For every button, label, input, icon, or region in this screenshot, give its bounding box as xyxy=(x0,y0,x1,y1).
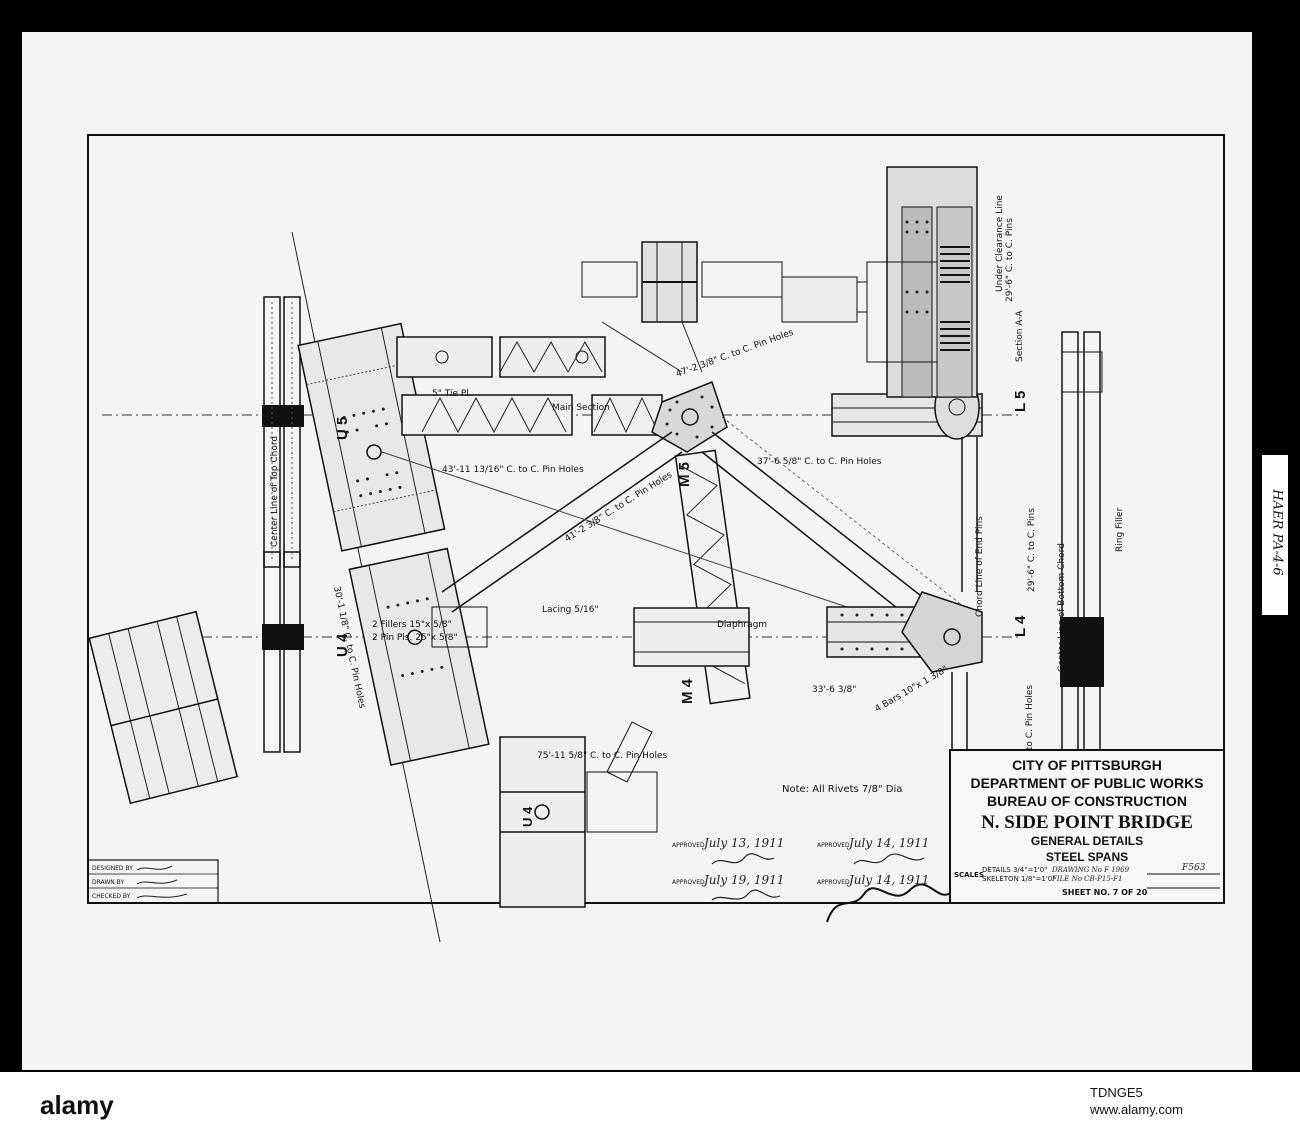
label-center-bottom-chord: Center Line of Bottom Chord xyxy=(1057,543,1067,672)
file-number: FILE No CB-P15-F1 xyxy=(1051,875,1122,883)
sheet-number: SHEET NO. 7 OF 20 xyxy=(1062,888,1148,897)
scale-skeleton: SKELETON 1/8"=1'0" xyxy=(982,875,1055,883)
approved-label-2: APPROVED xyxy=(817,842,850,849)
side-tag-text: HAER PA-4-6 xyxy=(1269,489,1285,576)
signature-1 xyxy=(711,853,775,865)
dimension-41ft: 41'-2 3/8" C. to C. Pin Holes xyxy=(563,470,674,545)
label-section-aa: Section A-A xyxy=(1015,310,1025,362)
signature-2 xyxy=(853,853,925,865)
bottom-chord-section xyxy=(1060,331,1104,753)
side-tag: HAER PA-4-6 xyxy=(1262,455,1288,615)
label-pin-plates: 2 Pin Pls. 25"x 5/8" xyxy=(372,633,458,643)
m5-joint xyxy=(651,381,728,453)
u5-chord-section xyxy=(262,296,304,568)
signature-4 xyxy=(826,883,953,923)
dimension-43ft: 43'-11 13/16" C. to C. Pin Holes xyxy=(442,465,584,475)
label-chord-line-end-pins: Chord Line of End Pins xyxy=(975,516,985,617)
drawing-number: DRAWING No F 1969 xyxy=(1051,866,1130,874)
panel-label-l5: L 5 xyxy=(1012,391,1029,412)
watermark-logo: alamy xyxy=(40,1090,114,1120)
panel-label-u4-detail: U 4 xyxy=(520,806,535,827)
l4-bottom-chord xyxy=(826,591,983,673)
u5-inclined-member xyxy=(297,322,446,552)
dimension-29ft-upper: 29'-6" C. to C. Pins xyxy=(1005,218,1015,302)
dimension-47ft: 47'-2 3/8" C. to C. Pin Holes xyxy=(675,328,796,380)
upper-hanger xyxy=(581,241,783,373)
approved-label-4: APPROVED xyxy=(817,879,850,886)
dimension-29ft-pins: 29'-6" C. to C. Pins xyxy=(1027,508,1037,592)
panel-label-u5: U 5 xyxy=(334,417,351,440)
image-id: TDNGE5 xyxy=(1090,1085,1143,1100)
watermark-id: TDNGE5 www.alamy.com xyxy=(1090,1084,1183,1118)
approval-date-4: July 14, 1911 xyxy=(846,873,929,887)
label-under-clearance: Under Clearance Line xyxy=(995,195,1005,292)
title-block: CITY OF PITTSBURGH DEPARTMENT OF PUBLIC … xyxy=(949,749,1225,904)
scales-label: SCALES xyxy=(954,871,984,879)
drawn-by-label: DRAWN BY xyxy=(92,879,124,886)
label-tie-plate: 5" Tie Pl. xyxy=(432,389,472,399)
l5-vertical-post xyxy=(781,166,978,398)
label-four-bars: 4 Bars 10"x 1 3/8" xyxy=(874,665,950,715)
title-department: DEPARTMENT OF PUBLIC WORKS xyxy=(970,775,1203,791)
dimension-75ft: 75'-11 5/8" C. to C. Pin Holes xyxy=(537,751,667,761)
u4-inclined-member xyxy=(348,547,490,766)
dimension-37ft: 37'-6 5/8" C. to C. Pin Holes xyxy=(757,457,882,467)
title-bureau: BUREAU OF CONSTRUCTION xyxy=(987,793,1187,809)
panel-label-u4: U 4 xyxy=(334,633,351,657)
title-general-details: GENERAL DETAILS xyxy=(1031,834,1143,848)
main-section-truss xyxy=(401,394,663,436)
engineering-drawing: U 5 U 4 M 5 M 4 L 5 L 4 U 4 43'-11 13/16… xyxy=(87,134,1225,943)
designed-by-label: DESIGNED BY xyxy=(92,865,133,872)
panel-label-m4: M 4 xyxy=(679,678,696,704)
label-lacing: Lacing 5/16" xyxy=(542,605,599,615)
approval-date-3: July 19, 1911 xyxy=(701,873,784,887)
m4-member xyxy=(431,606,750,667)
u4-chord-section xyxy=(262,551,304,753)
dimension-29ft-holes: 29'-6" C. to C. Pin Holes xyxy=(1025,685,1035,792)
label-main-section: Main Section xyxy=(552,403,610,413)
label-center-top-chord: Center Line of Top Chord xyxy=(270,436,280,547)
drawing-sheet: U 5 U 4 M 5 M 4 L 5 L 4 U 4 43'-11 13/16… xyxy=(22,32,1252,1070)
label-diaphragm: Diaphragm xyxy=(717,620,767,630)
approved-label-3: APPROVED xyxy=(672,879,705,886)
title-steel-spans: STEEL SPANS xyxy=(1046,850,1128,864)
label-fillers: 2 Fillers 15"x 5/8" xyxy=(372,620,452,630)
approval-signatures: APPROVED July 13, 1911 APPROVED July 14,… xyxy=(672,836,953,923)
diagonal-u4-m5 xyxy=(441,431,683,613)
panel-label-l4: L 4 xyxy=(1012,615,1029,637)
watermark-strip: alamy TDNGE5 www.alamy.com xyxy=(0,1072,1300,1141)
title-bridge-name: N. SIDE POINT BRIDGE xyxy=(981,812,1193,833)
approval-date-1: July 13, 1911 xyxy=(701,836,784,850)
label-ring-filler: Ring Filler xyxy=(1115,507,1125,552)
dimension-33ft: 33'-6 3/8" xyxy=(812,685,856,695)
credits-box: DESIGNED BY DRAWN BY CHECKED BY xyxy=(87,859,219,904)
title-city: CITY OF PITTSBURGH xyxy=(1012,757,1162,773)
watermark-site: www.alamy.com xyxy=(1090,1102,1183,1117)
panel-label-m5: M 5 xyxy=(676,462,693,487)
top-chord-left-member xyxy=(88,610,239,805)
rivet-note: Note: All Rivets 7/8" Dia xyxy=(782,784,902,795)
u4-detail xyxy=(499,721,658,908)
stamp-number: F563 xyxy=(1181,863,1206,873)
signature-3 xyxy=(711,889,781,901)
upper-lateral-member xyxy=(396,336,606,378)
approved-label-1: APPROVED xyxy=(672,842,705,849)
approval-date-2: July 14, 1911 xyxy=(846,836,929,850)
drawing-border xyxy=(87,134,1225,904)
checked-by-label: CHECKED BY xyxy=(92,893,131,900)
scale-details: DETAILS 3/4"=1'0" xyxy=(982,866,1047,874)
